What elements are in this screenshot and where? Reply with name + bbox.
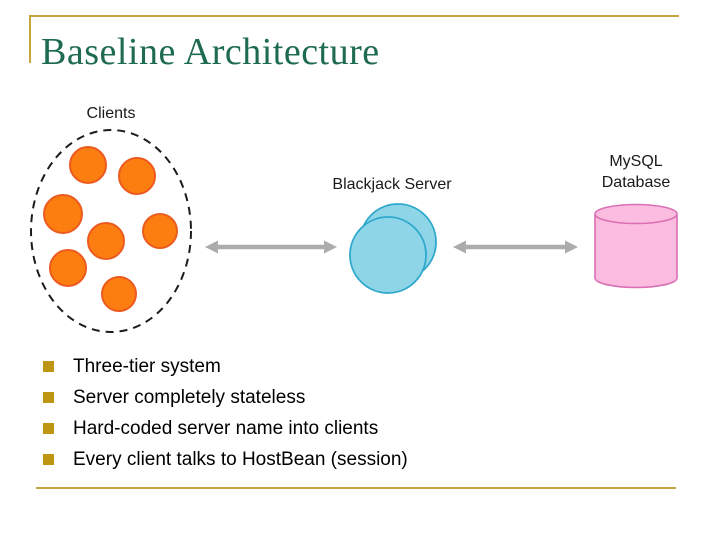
bullet-text: Server completely stateless (73, 387, 306, 408)
client-node-icon (49, 249, 87, 287)
database-cylinder-icon (594, 203, 678, 289)
bullet-list: Three-tier system Server completely stat… (43, 351, 408, 475)
database-label-line1: MySQL (609, 153, 663, 170)
clients-label: Clients (86, 105, 136, 122)
title-accent-line (29, 15, 31, 63)
client-node-icon (69, 146, 107, 184)
client-node-icon (118, 157, 156, 195)
bullet-text: Every client talks to HostBean (session) (73, 449, 408, 470)
bullet-square-icon (43, 454, 54, 465)
clients-server-arrow-icon (205, 240, 337, 254)
bullet-item: Every client talks to HostBean (session) (43, 444, 408, 475)
database-label: MySQL Database (586, 151, 686, 193)
client-node-icon (101, 276, 137, 312)
bullet-square-icon (43, 423, 54, 434)
top-border-line (29, 15, 679, 17)
bullet-text: Hard-coded server name into clients (73, 418, 379, 439)
server-database-arrow-icon (453, 240, 578, 254)
slide-title: Baseline Architecture (41, 31, 380, 73)
bullet-square-icon (43, 392, 54, 403)
bullet-square-icon (43, 361, 54, 372)
client-node-icon (43, 194, 83, 234)
clients-boundary-ellipse (30, 129, 192, 333)
server-node-front-icon (349, 216, 427, 294)
bottom-border-line (36, 487, 676, 489)
bullet-item: Server completely stateless (43, 382, 408, 413)
bullet-item: Hard-coded server name into clients (43, 413, 408, 444)
client-node-icon (87, 222, 125, 260)
server-label: Blackjack Server (332, 176, 452, 193)
bullet-item: Three-tier system (43, 351, 408, 382)
client-node-icon (142, 213, 178, 249)
bullet-text: Three-tier system (73, 356, 221, 377)
database-label-line2: Database (601, 174, 671, 191)
